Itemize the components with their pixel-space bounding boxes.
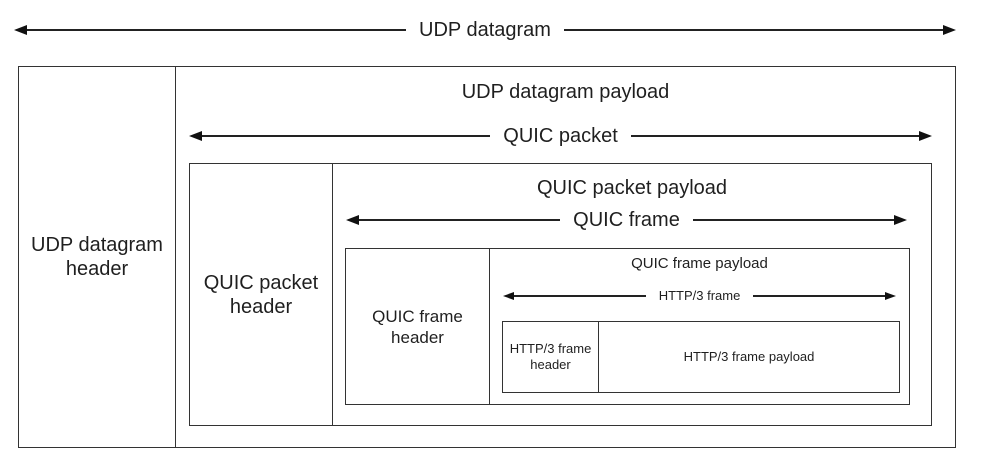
udp-datagram-payload-title: UDP datagram payload: [461, 81, 670, 103]
http3-frame-payload-cell: HTTP/3 frame payload: [599, 322, 899, 392]
quic-frame-box: QUIC frame header QUIC frame payload HTT…: [345, 248, 910, 405]
arrow-line: [630, 135, 920, 137]
left-arrowhead-icon: [503, 292, 514, 300]
quic-frame-payload-title: QUIC frame payload: [631, 255, 768, 272]
quic-frame-span-arrow: QUIC frame: [346, 209, 907, 231]
quic-packet-payload-title: QUIC packet payload: [536, 177, 728, 199]
quic-packet-header-cell: QUIC packet header: [190, 164, 333, 425]
udp-datagram-arrow-label: UDP datagram: [419, 19, 551, 41]
right-arrowhead-icon: [894, 215, 907, 225]
udp-datagram-box: UDP datagram header UDP datagram payload…: [18, 66, 956, 448]
quic-frame-arrow-label: QUIC frame: [573, 209, 680, 231]
udp-datagram-span-arrow: UDP datagram: [14, 19, 957, 41]
arrow-line: [753, 295, 885, 297]
quic-frame-header-label: QUIC frame header: [372, 306, 463, 347]
arrow-line: [514, 295, 646, 297]
udp-datagram-header-label: UDP datagram header: [31, 234, 163, 280]
left-arrowhead-icon: [189, 131, 202, 141]
http3-frame-header-label: HTTP/3 frame header: [509, 341, 592, 372]
quic-packet-box: QUIC packet header QUIC packet payload Q…: [189, 163, 932, 426]
left-arrowhead-icon: [14, 25, 27, 35]
http3-frame-arrow-label: HTTP/3 frame: [658, 288, 741, 303]
left-arrowhead-icon: [346, 215, 359, 225]
quic-packet-span-arrow: QUIC packet: [189, 125, 933, 147]
arrow-line: [692, 219, 894, 221]
right-arrowhead-icon: [885, 292, 896, 300]
quic-packet-header-label: QUIC packet header: [203, 271, 319, 318]
quic-packet-arrow-label: QUIC packet: [503, 125, 618, 147]
arrow-line: [27, 29, 407, 31]
arrow-line: [202, 135, 491, 137]
arrow-line: [563, 29, 944, 31]
http3-frame-payload-label: HTTP/3 frame payload: [683, 349, 815, 364]
http3-frame-span-arrow: HTTP/3 frame: [503, 288, 896, 304]
right-arrowhead-icon: [943, 25, 957, 35]
http3-frame-box: HTTP/3 frame header HTTP/3 frame payload: [502, 321, 900, 393]
arrow-line: [359, 219, 561, 221]
quic-frame-header-cell: QUIC frame header: [346, 249, 490, 404]
udp-datagram-header-cell: UDP datagram header: [19, 67, 176, 447]
http3-frame-header-cell: HTTP/3 frame header: [503, 322, 599, 392]
right-arrowhead-icon: [919, 131, 933, 141]
